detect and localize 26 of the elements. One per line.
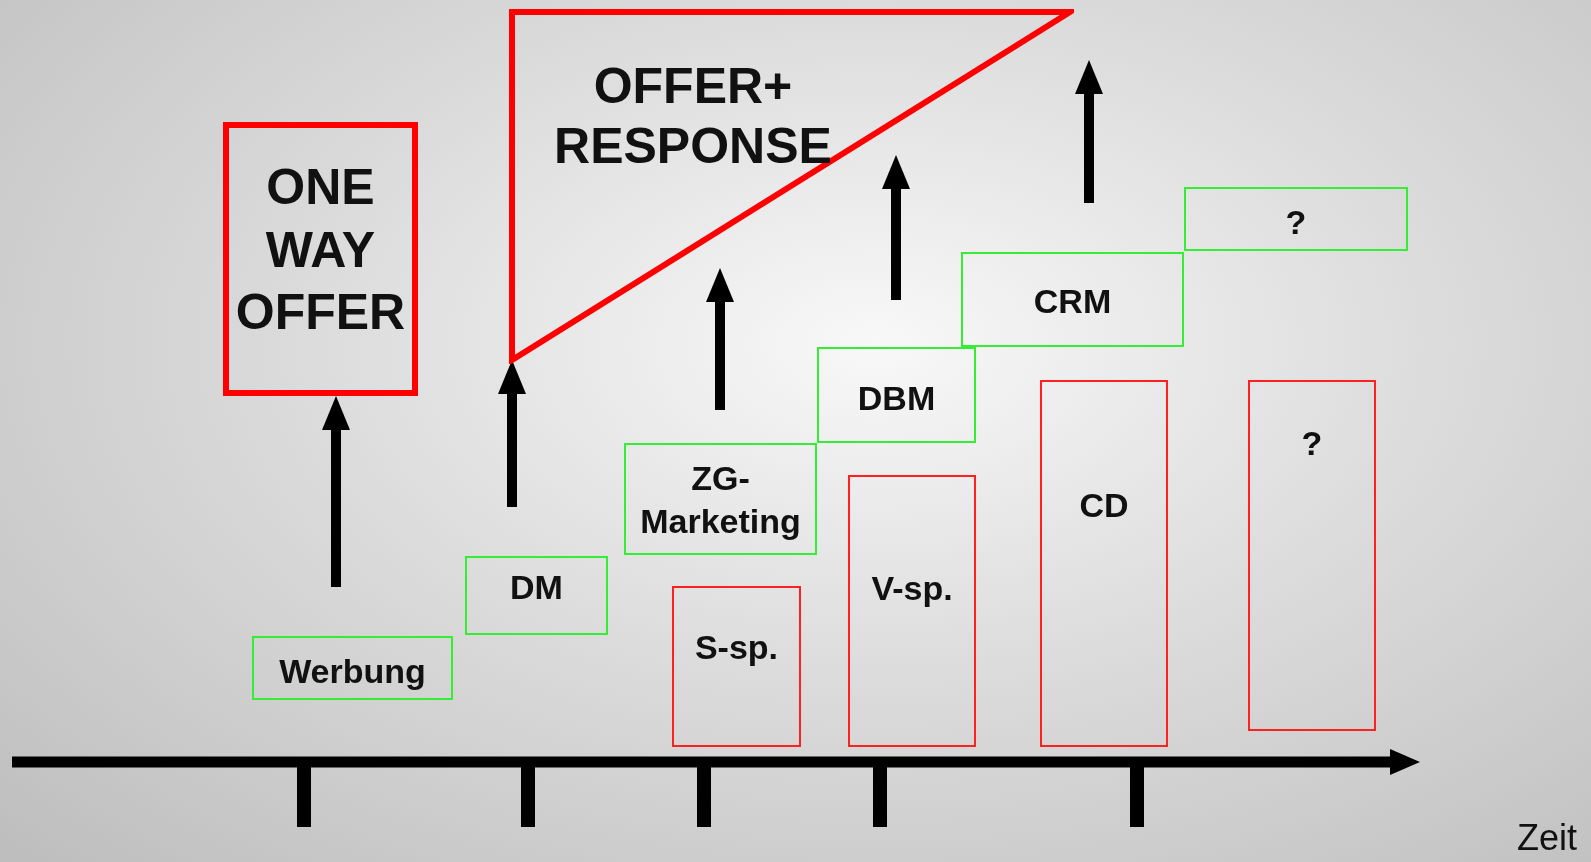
stage-box: [817, 347, 976, 443]
stage-box: [961, 252, 1184, 347]
stage-box: [1248, 380, 1376, 731]
stage-label: DM: [509, 567, 564, 608]
arrow: [498, 360, 526, 507]
arrow: [322, 396, 350, 587]
stage-label: ZG- Marketing: [639, 458, 802, 542]
stage-label: DBM: [856, 378, 937, 419]
stage-label: ?: [1284, 202, 1308, 243]
stage-label: OFFER+ RESPONSE: [553, 57, 833, 176]
stage-label: ONE WAY OFFER: [234, 158, 407, 342]
stage-box: [1184, 187, 1408, 251]
stage-label: Werbung: [278, 651, 427, 692]
stage-box: [624, 443, 817, 555]
stage-box: [252, 636, 453, 700]
stage-box: [465, 556, 608, 635]
stage-label: CD: [1078, 485, 1130, 526]
stage-label: CRM: [1032, 281, 1113, 322]
stage-box: [672, 586, 801, 747]
stage-label: S-sp.: [693, 627, 780, 668]
axis-label: Zeit: [1517, 818, 1577, 858]
stage-label: ?: [1300, 423, 1324, 464]
stage-label: V-sp.: [870, 568, 954, 609]
stage-box: [1040, 380, 1168, 747]
stage-box: [848, 475, 976, 747]
offer-box: [223, 122, 418, 396]
